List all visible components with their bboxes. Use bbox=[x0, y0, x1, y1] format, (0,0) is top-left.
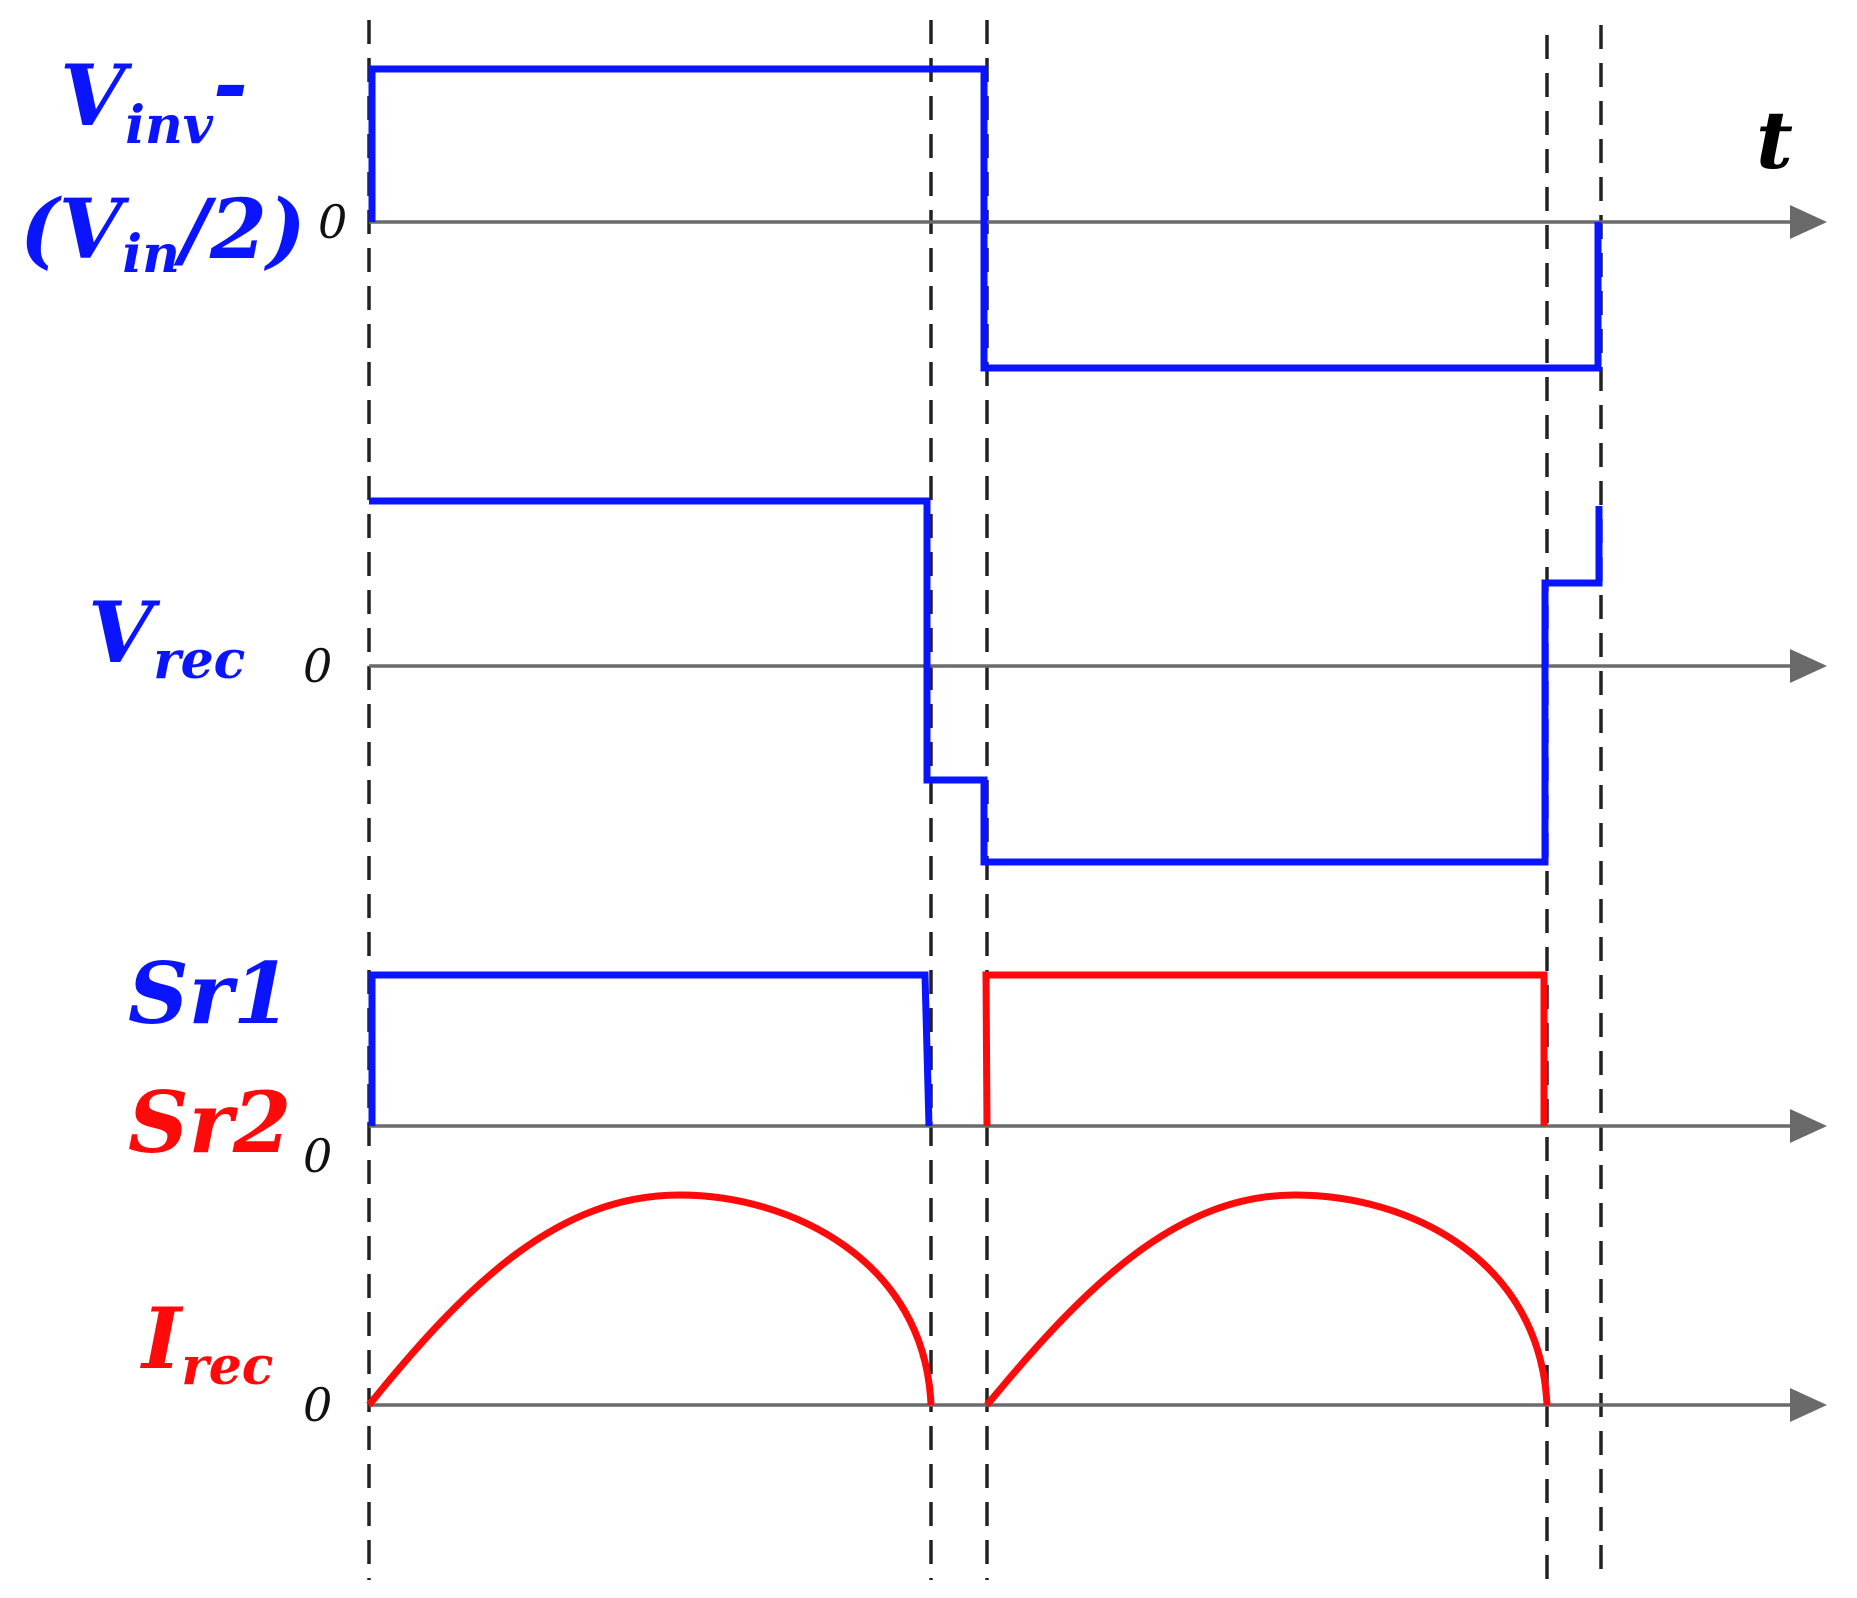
axes bbox=[369, 205, 1827, 1422]
irec-label-main: I bbox=[140, 1289, 184, 1388]
trace-labels: Vinv- (Vin/2) Vrec Sr1 Sr2 Irec bbox=[20, 34, 306, 1397]
vrec-label: Vrec bbox=[88, 583, 245, 691]
vinv-label-line2-main: (V bbox=[20, 182, 130, 278]
zero-labels: 0 0 0 0 bbox=[303, 195, 347, 1432]
vrec-zero-label: 0 bbox=[303, 639, 332, 693]
vinv-label-line2-suffix: /2) bbox=[173, 182, 306, 278]
vrec-axis-arrow bbox=[1790, 649, 1827, 683]
sr-axis-arrow bbox=[1790, 1109, 1827, 1143]
sr2-label: Sr2 bbox=[128, 1073, 291, 1172]
vinv-label-line2-sub: in bbox=[122, 224, 180, 285]
vinv-label-sub: inv bbox=[125, 95, 214, 156]
irec-waveform-1 bbox=[366, 1191, 935, 1408]
vinv-label: Vinv- bbox=[60, 34, 248, 156]
sr1-label: Sr1 bbox=[128, 944, 291, 1043]
vinv-label-main: V bbox=[60, 46, 133, 145]
irec-axis-arrow bbox=[1790, 1388, 1827, 1422]
sr2-waveform bbox=[982, 971, 1548, 1127]
sr1-waveform bbox=[368, 971, 933, 1127]
vrec-waveform bbox=[369, 497, 1603, 866]
vrec-label-sub: rec bbox=[153, 630, 245, 691]
irec-label: Irec bbox=[140, 1289, 273, 1397]
irec-waveform-2 bbox=[984, 1191, 1551, 1408]
irec-label-sub: rec bbox=[181, 1336, 273, 1397]
vinv-zero-label: 0 bbox=[318, 195, 347, 249]
vinv-label-line2: (Vin/2) bbox=[20, 182, 306, 285]
vrec-label-main: V bbox=[88, 583, 161, 682]
waveforms bbox=[366, 65, 1603, 1408]
vinv-waveform bbox=[368, 65, 1602, 372]
vinv-label-suffix: - bbox=[213, 34, 248, 133]
vinv-axis-arrow bbox=[1790, 205, 1827, 239]
time-axis-label: t bbox=[1756, 93, 1793, 187]
irec-zero-label: 0 bbox=[303, 1378, 332, 1432]
sr-zero-label: 0 bbox=[303, 1129, 332, 1183]
